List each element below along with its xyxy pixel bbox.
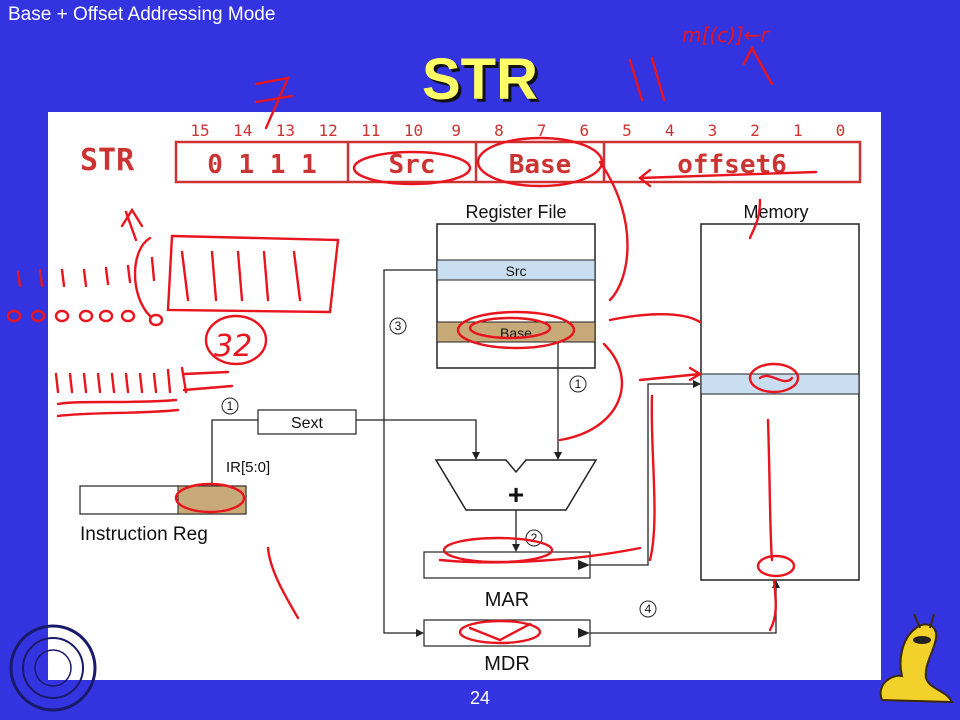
bit-number: 15 bbox=[190, 121, 209, 140]
mar-register: MAR bbox=[423, 551, 591, 611]
mdr-label: MDR bbox=[484, 653, 530, 675]
step-4-marker: 4 bbox=[645, 602, 652, 616]
bit-number: 12 bbox=[318, 121, 337, 140]
bit-number: 2 bbox=[750, 121, 760, 140]
adder: + bbox=[434, 459, 598, 511]
mdr-register: MDR bbox=[423, 619, 591, 675]
bit-number: 14 bbox=[233, 121, 252, 140]
ir-field-label: IR[5:0] bbox=[226, 459, 270, 476]
mar-label: MAR bbox=[485, 589, 529, 611]
bit-number: 10 bbox=[404, 121, 423, 140]
register-base-label: Base bbox=[500, 325, 532, 341]
slug-mascot-logo bbox=[879, 613, 954, 704]
bit-number: 8 bbox=[494, 121, 504, 140]
register-src-label: Src bbox=[506, 263, 527, 279]
sext-label: Sext bbox=[291, 415, 324, 432]
bit-number: 11 bbox=[361, 121, 380, 140]
slide-title: STR bbox=[422, 47, 538, 112]
register-file: Register File Src Base bbox=[436, 202, 596, 369]
bit-number: 4 bbox=[665, 121, 675, 140]
format-field-offset: offset6 bbox=[677, 150, 787, 180]
handwritten-memory-note: m[(c)]←r bbox=[682, 23, 770, 47]
memory-label: Memory bbox=[743, 202, 808, 222]
step-2-marker: 2 bbox=[531, 531, 538, 545]
bit-number: 3 bbox=[708, 121, 718, 140]
step-1a-marker: 1 bbox=[575, 377, 582, 391]
format-opcode-name: STR bbox=[80, 143, 135, 178]
bit-number: 0 bbox=[836, 121, 846, 140]
slide-subtitle: Base + Offset Addressing Mode bbox=[8, 4, 276, 25]
bit-number: 9 bbox=[451, 121, 461, 140]
sext-unit: Sext bbox=[257, 409, 357, 435]
page-number: 24 bbox=[469, 688, 491, 708]
format-field-src: Src bbox=[389, 150, 436, 180]
instruction-reg-label: Instruction Reg bbox=[80, 524, 208, 545]
memory: Memory bbox=[700, 202, 860, 581]
bit-number: 7 bbox=[537, 121, 547, 140]
register-file-label: Register File bbox=[465, 202, 566, 222]
adder-symbol: + bbox=[508, 479, 524, 510]
format-opcode-bits: 0 1 1 1 bbox=[207, 150, 317, 180]
instruction-register: Instruction Reg IR[5:0] bbox=[79, 459, 270, 545]
step-1b-marker: 1 bbox=[227, 399, 234, 413]
bit-number: 6 bbox=[579, 121, 589, 140]
bit-number: 1 bbox=[793, 121, 803, 140]
step-3-marker: 3 bbox=[395, 319, 402, 333]
bit-number: 5 bbox=[622, 121, 632, 140]
instruction-format: 0 1 1 1 Src Base offset6 bbox=[174, 140, 862, 184]
university-seal-logo bbox=[9, 624, 97, 712]
format-field-base: Base bbox=[509, 150, 572, 180]
bit-number: 13 bbox=[276, 121, 295, 140]
